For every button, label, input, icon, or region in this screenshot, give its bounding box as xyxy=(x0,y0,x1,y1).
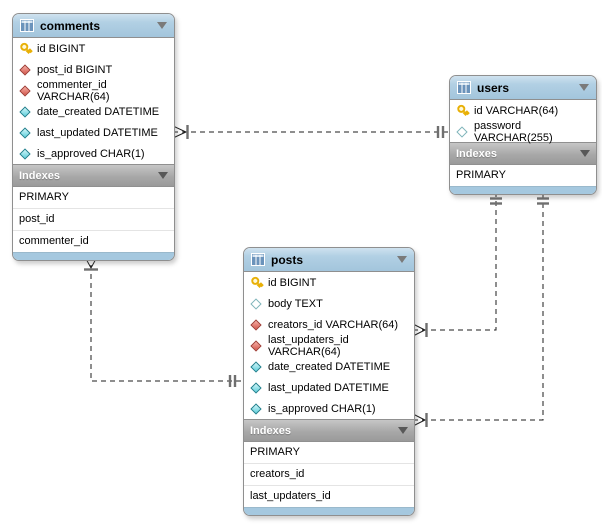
table-footer-bar xyxy=(13,252,174,260)
table-title: posts xyxy=(271,252,304,267)
index-list: PRIMARY creators_id last_updaters_id xyxy=(244,442,414,507)
index-row[interactable]: post_id xyxy=(13,209,174,231)
column-row[interactable]: last_updated DATETIME xyxy=(244,377,414,398)
indexes-section-header[interactable]: Indexes xyxy=(13,164,174,187)
column-row[interactable]: last_updated DATETIME xyxy=(13,122,174,143)
index-list: PRIMARY xyxy=(450,165,596,186)
table-users-header[interactable]: users xyxy=(450,76,596,100)
column-label: commenter_id VARCHAR(64) xyxy=(37,78,110,103)
relationship-posts-users-last-updaters[interactable] xyxy=(412,190,549,427)
nullable-column-icon xyxy=(249,297,262,310)
index-row[interactable]: PRIMARY xyxy=(456,169,506,181)
not-null-column-icon xyxy=(249,381,262,394)
column-list: id BIGINT post_id BIGINT commenter_id VA… xyxy=(13,38,174,164)
column-row[interactable]: date_created DATETIME xyxy=(244,356,414,377)
collapse-arrow-icon[interactable] xyxy=(579,84,589,91)
table-posts[interactable]: posts id BIGINT body TEXT creators_id VA… xyxy=(243,247,415,516)
column-label: creators_id VARCHAR(64) xyxy=(268,318,399,331)
column-label: last_updaters_id VARCHAR(64) xyxy=(268,333,349,358)
indexes-label: Indexes xyxy=(19,169,60,182)
column-row[interactable]: body TEXT xyxy=(244,293,414,314)
relationship-comments-users[interactable] xyxy=(172,125,449,139)
nullable-column-icon xyxy=(455,125,468,138)
column-label: last_updated DATETIME xyxy=(37,126,158,139)
column-label: post_id BIGINT xyxy=(37,63,113,76)
table-comments-header[interactable]: comments xyxy=(13,14,174,38)
column-row[interactable]: is_approved CHAR(1) xyxy=(13,143,174,164)
index-row[interactable]: creators_id xyxy=(244,464,414,486)
column-list: id VARCHAR(64) password VARCHAR(255) xyxy=(450,100,596,144)
column-label: id BIGINT xyxy=(37,42,86,55)
foreign-key-icon xyxy=(18,84,31,97)
indexes-section-header[interactable]: Indexes xyxy=(244,419,414,442)
column-row[interactable]: id BIGINT xyxy=(13,38,174,59)
column-row[interactable]: creators_id VARCHAR(64) xyxy=(244,314,414,335)
column-label: date_created DATETIME xyxy=(268,360,391,373)
table-title: users xyxy=(477,80,510,95)
column-row[interactable]: password VARCHAR(255) xyxy=(450,119,596,144)
table-comments[interactable]: comments id BIGINT post_id BIGINT commen… xyxy=(12,13,175,261)
index-row[interactable]: PRIMARY xyxy=(13,187,174,209)
column-row[interactable]: id BIGINT xyxy=(244,272,414,293)
column-list: id BIGINT body TEXT creators_id VARCHAR(… xyxy=(244,272,414,419)
collapse-arrow-icon[interactable] xyxy=(397,256,407,263)
foreign-key-icon xyxy=(249,339,262,352)
column-label: id BIGINT xyxy=(268,276,317,289)
relationship-posts-users-creators[interactable] xyxy=(412,190,502,337)
table-icon xyxy=(251,253,265,266)
not-null-column-icon xyxy=(18,147,31,160)
table-users[interactable]: users id VARCHAR(64) password VARCHAR(25… xyxy=(449,75,597,195)
column-label: password VARCHAR(255) xyxy=(474,119,553,144)
indexes-section-header[interactable]: Indexes xyxy=(450,142,596,165)
column-row[interactable]: commenter_id VARCHAR(64) xyxy=(13,78,174,103)
column-row[interactable]: id VARCHAR(64) xyxy=(450,100,596,121)
column-label: is_approved CHAR(1) xyxy=(37,147,145,160)
relationship-comments-posts[interactable] xyxy=(84,256,243,387)
column-row[interactable]: last_updaters_id VARCHAR(64) xyxy=(244,333,414,358)
not-null-column-icon xyxy=(18,105,31,118)
table-posts-header[interactable]: posts xyxy=(244,248,414,272)
index-list: PRIMARY post_id commenter_id xyxy=(13,187,174,252)
collapse-arrow-icon[interactable] xyxy=(580,150,590,157)
indexes-label: Indexes xyxy=(250,424,291,437)
index-row[interactable]: last_updaters_id xyxy=(250,490,331,502)
column-label: last_updated DATETIME xyxy=(268,381,389,394)
column-row[interactable]: post_id BIGINT xyxy=(13,59,174,80)
foreign-key-icon xyxy=(18,63,31,76)
column-row[interactable]: date_created DATETIME xyxy=(13,101,174,122)
collapse-arrow-icon[interactable] xyxy=(158,172,168,179)
column-row[interactable]: is_approved CHAR(1) xyxy=(244,398,414,419)
primary-key-icon xyxy=(18,43,31,55)
index-row[interactable]: PRIMARY xyxy=(244,442,414,464)
not-null-column-icon xyxy=(18,126,31,139)
collapse-arrow-icon[interactable] xyxy=(157,22,167,29)
index-row[interactable]: commenter_id xyxy=(19,235,89,247)
primary-key-icon xyxy=(455,105,468,117)
not-null-column-icon xyxy=(249,402,262,415)
indexes-label: Indexes xyxy=(456,147,497,160)
table-footer-bar xyxy=(244,507,414,515)
column-label: id VARCHAR(64) xyxy=(474,104,559,117)
table-footer-bar xyxy=(450,186,596,194)
table-icon xyxy=(20,19,34,32)
table-title: comments xyxy=(40,18,101,33)
column-label: date_created DATETIME xyxy=(37,105,160,118)
primary-key-icon xyxy=(249,277,262,289)
column-label: is_approved CHAR(1) xyxy=(268,402,376,415)
column-label: body TEXT xyxy=(268,297,323,310)
collapse-arrow-icon[interactable] xyxy=(398,427,408,434)
not-null-column-icon xyxy=(249,360,262,373)
table-icon xyxy=(457,81,471,94)
foreign-key-icon xyxy=(249,318,262,331)
